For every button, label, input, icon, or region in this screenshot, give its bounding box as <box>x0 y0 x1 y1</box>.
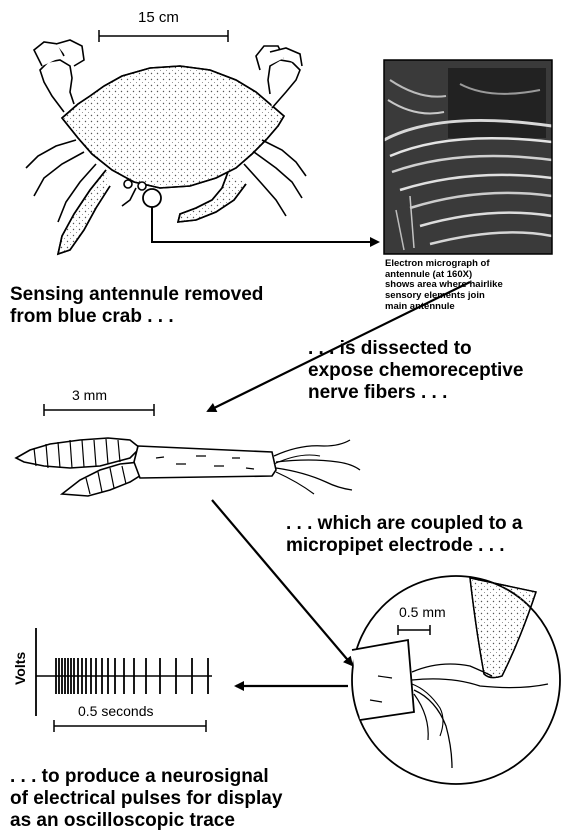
caption-line: . . . is dissected to <box>308 338 523 360</box>
caption-line: . . . which are coupled to a <box>286 513 523 535</box>
caption-line: of electrical pulses for display <box>10 788 282 810</box>
caption-line: as an oscilloscopic trace <box>10 810 282 832</box>
caption-line: from blue crab . . . <box>10 306 263 328</box>
caption-line: micropipet electrode . . . <box>286 535 523 557</box>
antennule-scale-label: 3 mm <box>72 387 107 403</box>
caption-dissect: . . . is dissected to expose chemorecept… <box>308 338 523 404</box>
caption-produce: . . . to produce a neurosignal of electr… <box>10 766 282 832</box>
caption-micrograph: Electron micrograph of antennule (at 160… <box>385 259 503 313</box>
caption-line: Sensing antennule removed <box>10 284 263 306</box>
caption-couple: . . . which are coupled to a micropipet … <box>286 513 523 557</box>
trace-scale-label: 0.5 seconds <box>78 703 154 719</box>
caption-line: expose chemoreceptive <box>308 360 523 382</box>
caption-line: main antennule <box>385 302 503 313</box>
volts-axis-label: Volts <box>12 645 28 685</box>
crab-scale-label: 15 cm <box>138 9 179 26</box>
caption-crab: Sensing antennule removed from blue crab… <box>10 284 263 328</box>
caption-line: nerve fibers . . . <box>308 382 523 404</box>
caption-line: . . . to produce a neurosignal <box>10 766 282 788</box>
crab-scale-bar <box>99 30 228 42</box>
electron-micrograph-image <box>384 60 552 254</box>
dissected-antennule-illustration <box>16 438 360 496</box>
antennule-scale-bar <box>44 404 154 416</box>
blue-crab-illustration <box>26 40 378 254</box>
electrode-detail-illustration <box>352 576 560 784</box>
electrode-scale-label: 0.5 mm <box>399 604 446 620</box>
